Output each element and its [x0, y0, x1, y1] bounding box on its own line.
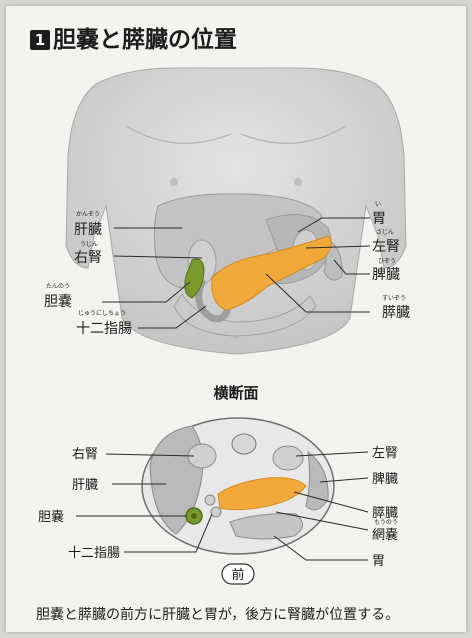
label-liver: 肝臓: [74, 222, 102, 238]
label-left-kidney: 左腎: [372, 239, 400, 255]
label-right-kidney: 右腎: [74, 250, 102, 266]
label-spleen: 脾臓: [372, 267, 400, 283]
front-badge-label: 前: [231, 567, 244, 583]
section-gallbladder-core: [191, 513, 197, 519]
label-duodenum-ruby: じゅうにしちょう: [78, 310, 126, 317]
front-badge: 前: [222, 564, 254, 584]
label-duodenum: 十二指腸: [76, 321, 132, 337]
label-left-kidney-ruby: さじん: [376, 229, 394, 236]
sec-label-stomach: 胃: [372, 554, 385, 569]
label-right-kidney-ruby: うじん: [80, 241, 98, 248]
section-left-kidney: [273, 446, 303, 470]
label-liver-ruby: かんぞう: [76, 211, 100, 218]
section-title: 横断面: [213, 384, 258, 402]
label-stomach: 胃: [372, 211, 386, 227]
left-nipple: [170, 178, 178, 186]
label-gallbladder-ruby: たんのう: [46, 283, 70, 290]
section-duodenum-2: [211, 507, 221, 517]
sec-label-left-kidney: 左腎: [372, 446, 398, 461]
sec-label-spleen: 脾臓: [372, 472, 398, 487]
label-stomach-ruby: い: [375, 201, 381, 208]
right-nipple: [294, 178, 302, 186]
label-spleen-ruby: ひぞう: [378, 258, 396, 265]
anatomy-diagram: かんぞう 肝臓 うじん 右腎 たんのう 胆嚢 じゅうにしちょう 十二指腸 い 胃…: [6, 6, 466, 632]
sec-label-liver: 肝臓: [72, 478, 98, 493]
label-pancreas: 膵臓: [382, 305, 410, 321]
cross-section-figure: [142, 418, 334, 554]
section-spine: [232, 434, 256, 454]
sec-label-right-kidney: 右腎: [72, 447, 98, 462]
label-pancreas-ruby: すいぞう: [382, 295, 406, 302]
caption: 胆嚢と膵臓の前方に肝臓と胃が，後方に腎臓が位置する。: [36, 604, 399, 624]
sec-label-duodenum: 十二指腸: [68, 546, 120, 561]
label-gallbladder: 胆嚢: [44, 294, 72, 310]
section-duodenum-1: [205, 495, 215, 505]
sec-label-gallbladder: 胆嚢: [38, 509, 64, 525]
sec-label-omentum: 網嚢: [372, 527, 398, 543]
sec-label-omentum-ruby: もうのう: [374, 519, 398, 526]
